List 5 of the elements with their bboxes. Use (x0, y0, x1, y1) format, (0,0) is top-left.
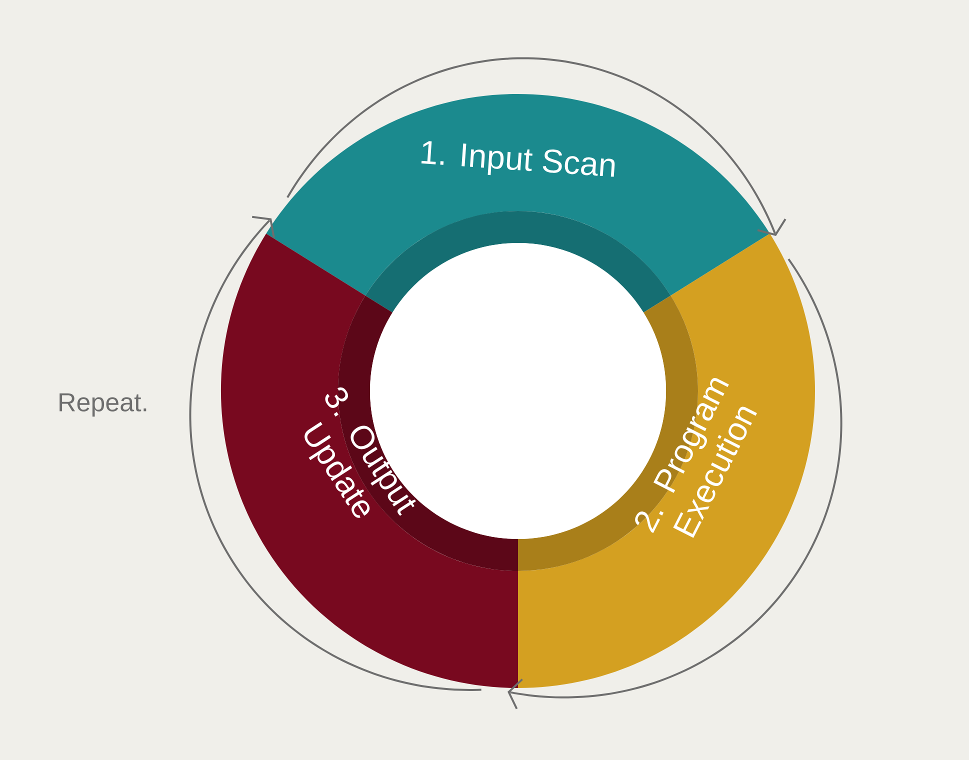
cycle-arrow (189, 216, 482, 691)
cycle-arrow (508, 258, 842, 710)
cycle-arrow (286, 57, 786, 236)
ring-segment: 1. Input Scan (266, 94, 770, 313)
repeat-label: Repeat. (60, 393, 146, 417)
